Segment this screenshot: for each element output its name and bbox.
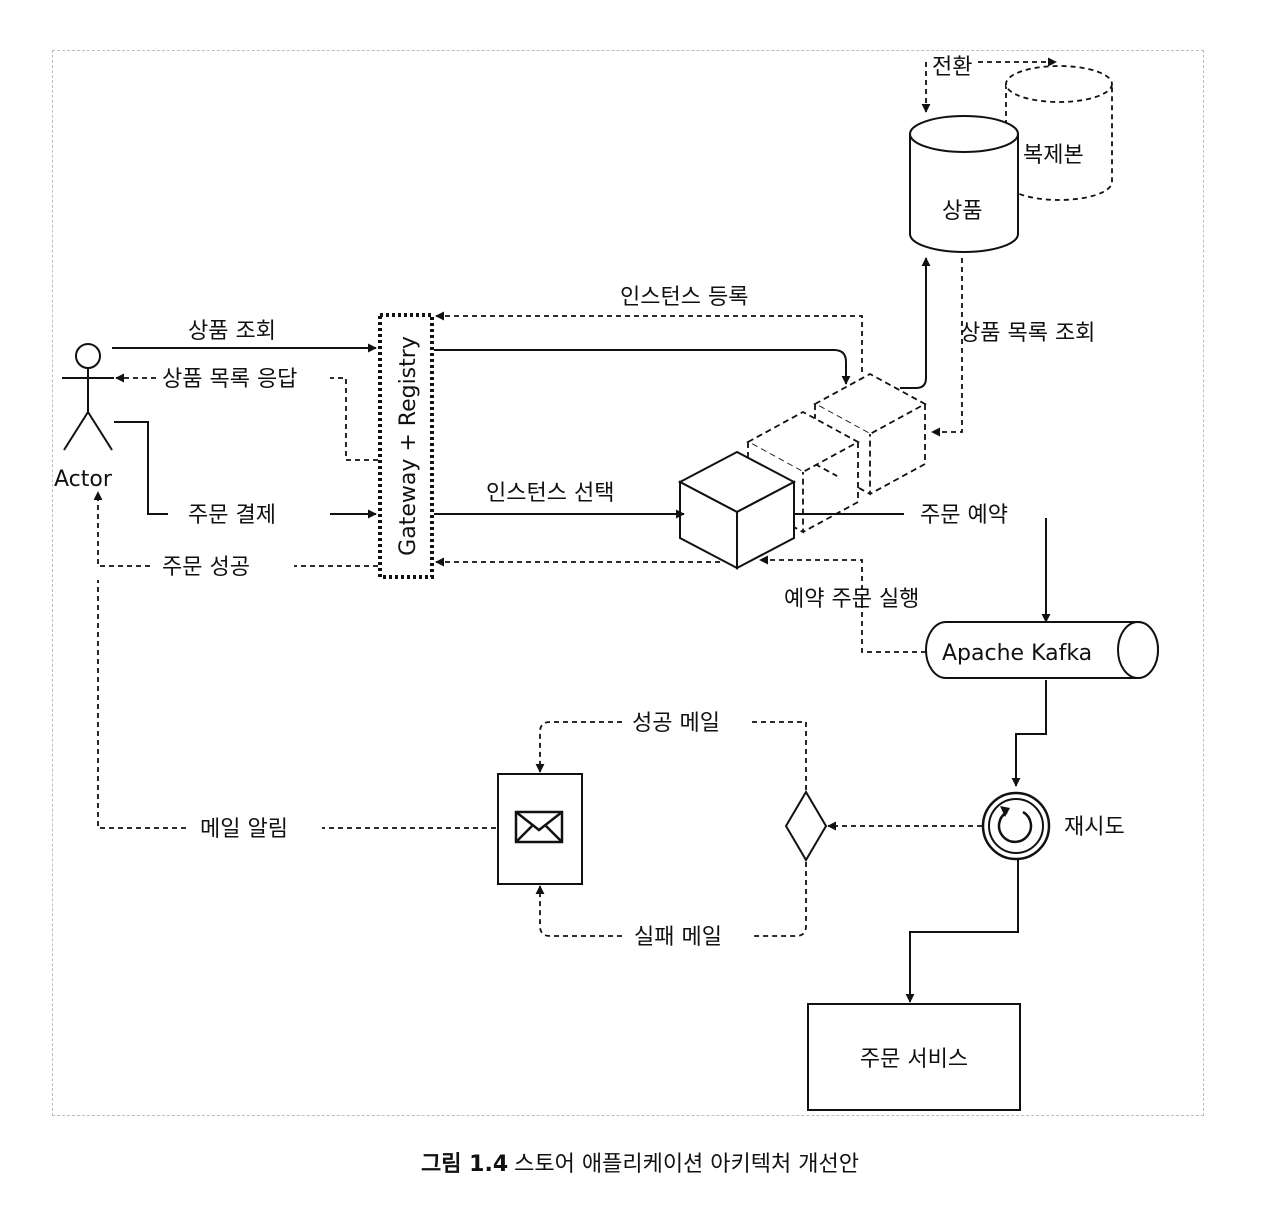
fail-mail-label: 실패 메일 (634, 925, 722, 950)
success-mail-path-right (752, 721, 807, 790)
figure-caption-text: 스토어 애플리케이션 아키텍처 개선안 (514, 1152, 859, 1177)
order-success-label: 주문 성공 (162, 555, 250, 580)
success-mail-arrow (535, 721, 622, 773)
fail-mail-arrow (535, 885, 622, 937)
product-list-query-arrow (931, 258, 963, 437)
order-service-label: 주문 서비스 (860, 1047, 968, 1072)
order-payment-label: 주문 결제 (188, 503, 276, 528)
order-payment-arrow (114, 421, 168, 515)
product-list-response-label: 상품 목록 응답 (162, 367, 297, 392)
product-list-query-label: 상품 목록 조회 (960, 321, 1095, 346)
kafka-to-retry-arrow (1011, 680, 1047, 787)
kafka-queue[interactable] (925, 621, 1159, 679)
reserved-order-exec-label: 예약 주문 실행 (784, 587, 919, 612)
switch-label: 전환 (932, 55, 972, 80)
instance-register-label: 인스턴스 등록 (620, 285, 748, 310)
diagram-frame (52, 50, 1204, 1116)
reserved-order-exec-arrow (759, 555, 926, 653)
order-reserve-label: 주문 예약 (920, 503, 1008, 528)
order-service-box[interactable] (807, 1003, 1021, 1111)
retry-to-order-service-arrow (905, 860, 1019, 1003)
mail-notify-label: 메일 알림 (200, 817, 288, 842)
product-query-label: 상품 조회 (188, 319, 276, 344)
switch-arrow (921, 61, 931, 113)
product-db-cylinder[interactable] (909, 115, 1019, 253)
actor-label: Actor (54, 467, 113, 492)
replica-label: 복제본 (1023, 143, 1084, 168)
retry-icon (997, 810, 1033, 844)
gateway-registry-box[interactable] (378, 313, 434, 579)
retry-label: 재시도 (1064, 815, 1125, 840)
decision-gateway[interactable] (784, 790, 828, 862)
order-success-arrow (93, 491, 150, 567)
retry-node[interactable] (981, 791, 1051, 861)
mail-notify-line-left (97, 580, 186, 829)
retry-icon-head (1000, 806, 1010, 817)
replica-db-cylinder (1005, 65, 1113, 201)
success-mail-label: 성공 메일 (632, 711, 720, 736)
product-db-label: 상품 (942, 199, 982, 224)
gateway-label: Gateway + Registry (396, 336, 421, 556)
instance-cube-active[interactable] (677, 450, 797, 570)
gateway-to-instance-arrow (434, 349, 851, 385)
instance-to-db-arrow (900, 257, 931, 389)
instance-register-arrow (435, 311, 863, 372)
fail-mail-path-right (752, 862, 807, 937)
envelope-icon (514, 810, 564, 844)
product-list-response-arrow (330, 377, 378, 461)
actor-figure (62, 343, 114, 451)
kafka-label: Apache Kafka (942, 641, 1092, 666)
instance-select-label: 인스턴스 선택 (486, 481, 614, 506)
figure-number: 그림 1.4 (421, 1152, 509, 1177)
